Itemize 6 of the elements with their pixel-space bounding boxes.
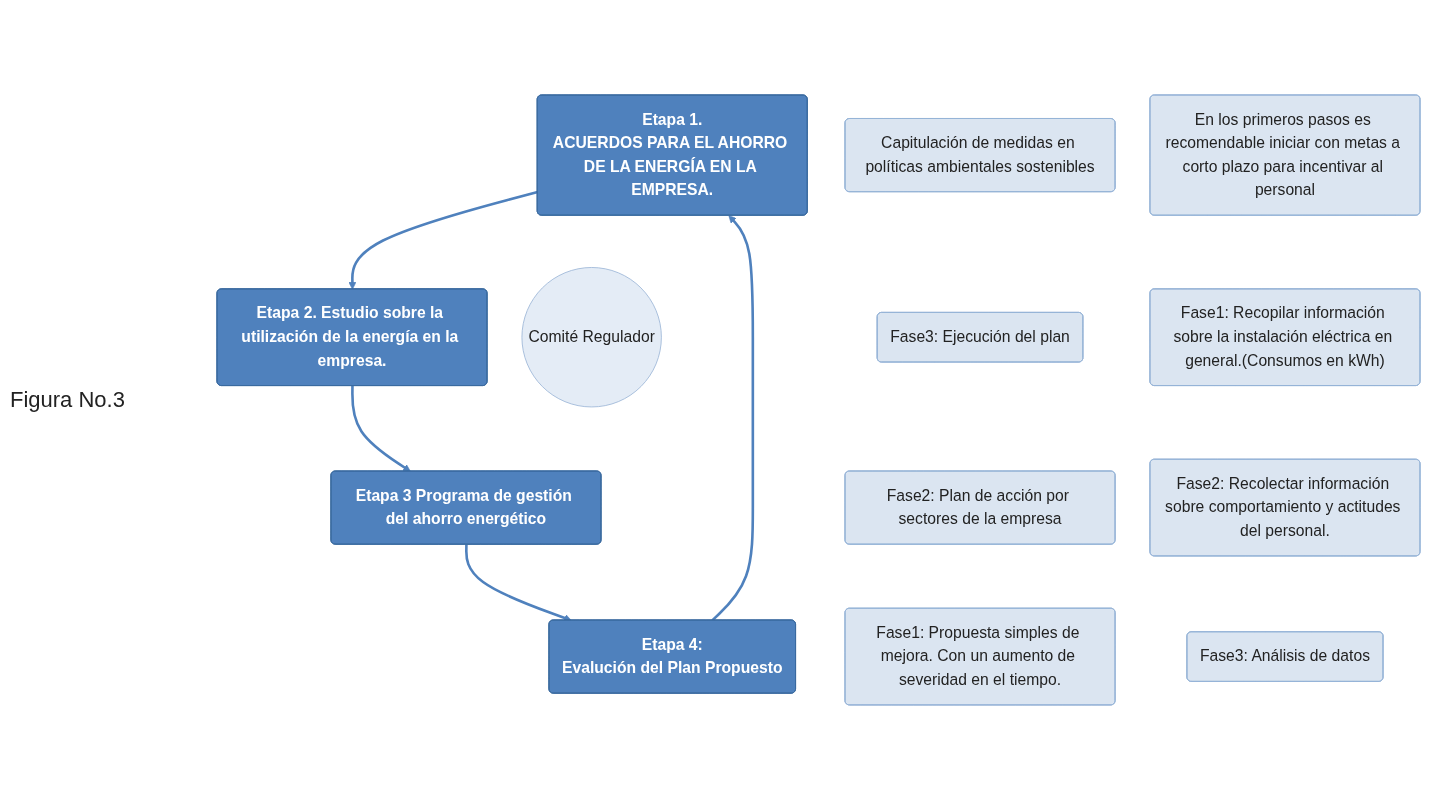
arrow: [711, 215, 755, 622]
arrow: [351, 386, 411, 472]
node-circle: Comité Regulador: [521, 267, 662, 408]
arrow: [465, 544, 572, 622]
figure-label: Figura No.3: [10, 387, 126, 413]
arrow: [348, 190, 538, 290]
